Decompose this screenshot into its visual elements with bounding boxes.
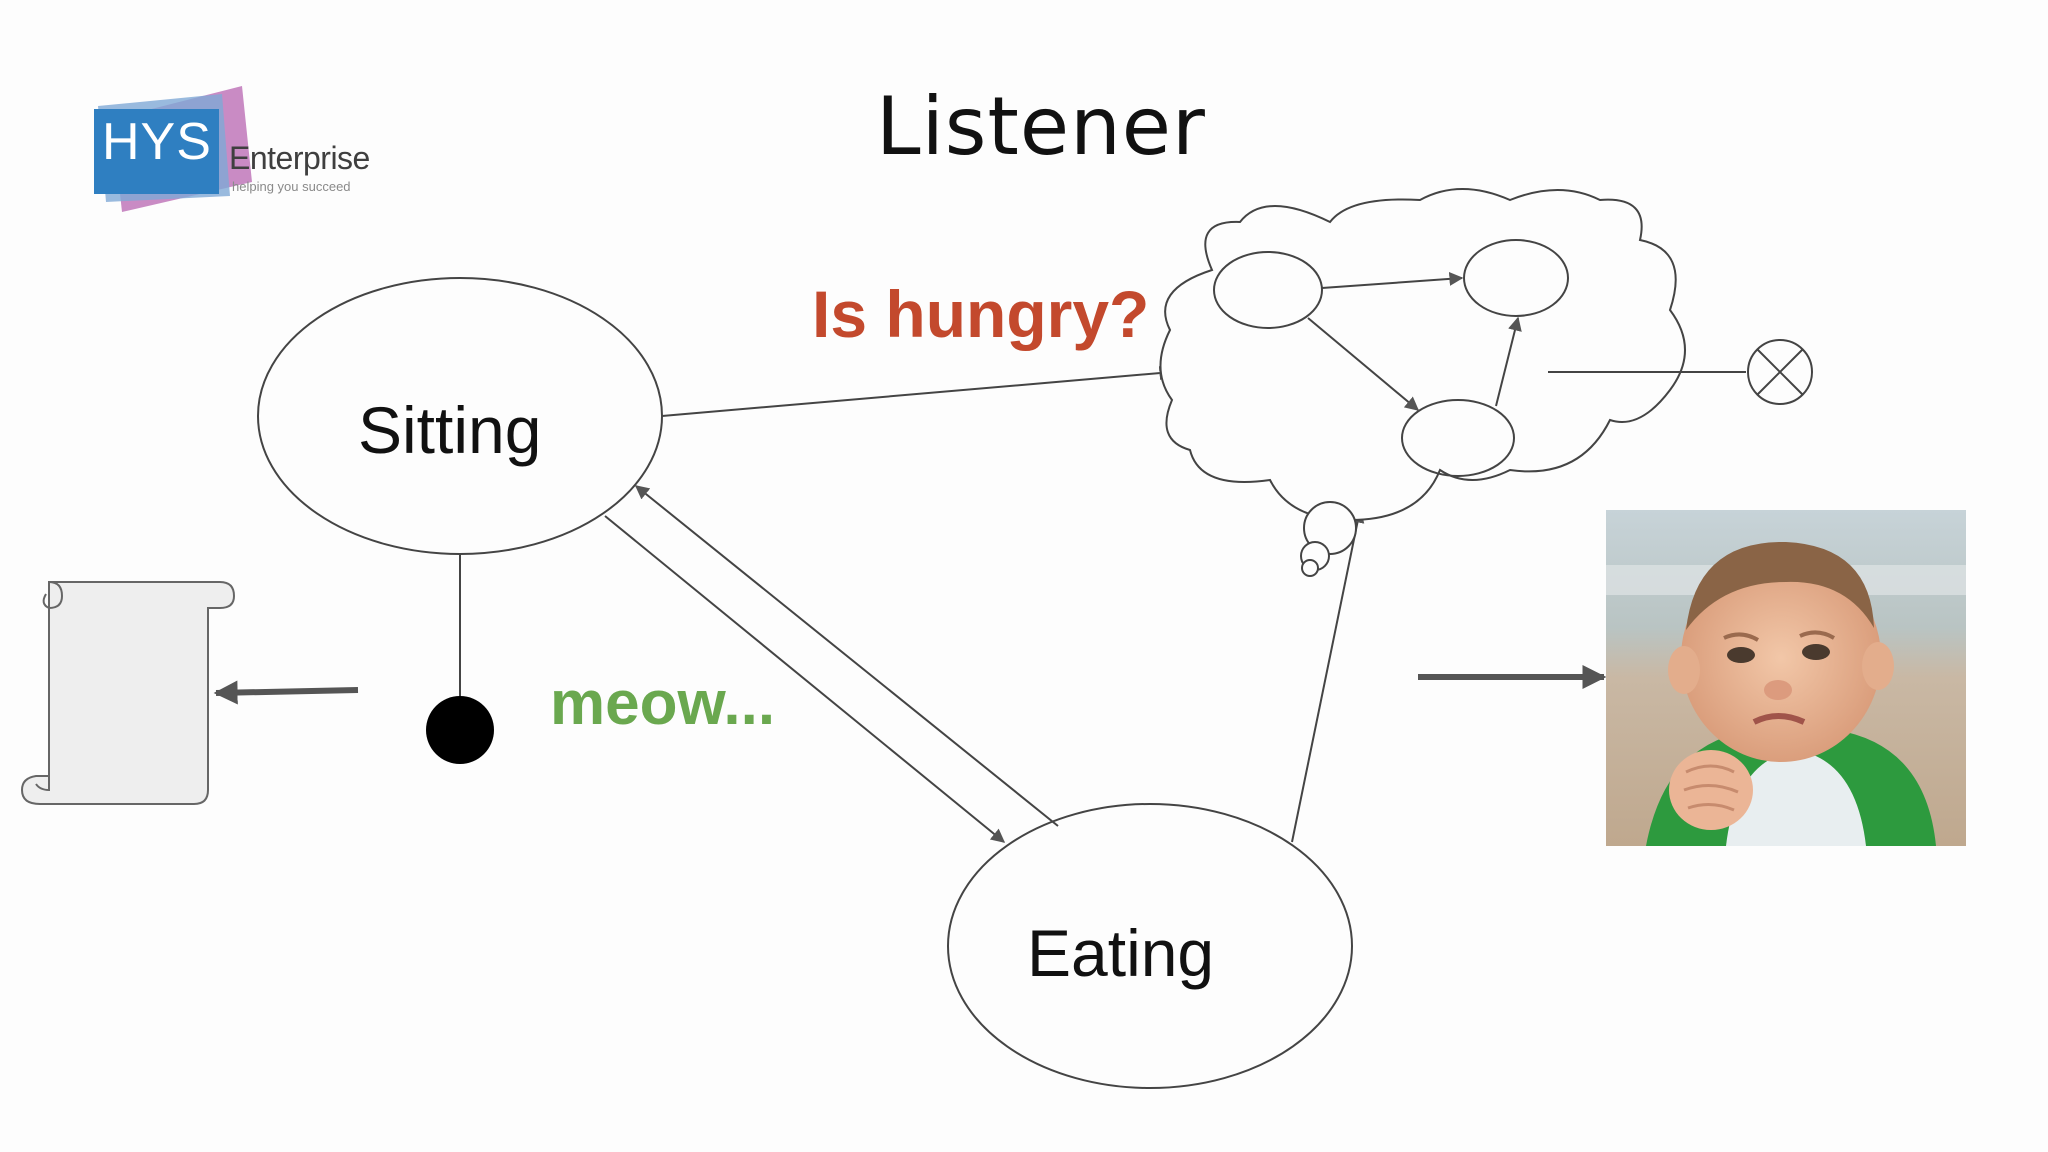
state-label-eating: Eating (1027, 916, 1215, 990)
transition-eating-to-cloud (1291, 508, 1365, 843)
thought-cloud-icon (1159, 188, 1686, 577)
condition-label: Is hungry? (812, 277, 1150, 351)
initial-dot-icon (426, 696, 494, 764)
inner-state-machine (1213, 239, 1569, 477)
photo-illustration (1606, 510, 1966, 846)
hys-enterprise-logo: HYS Enterprise helping you succeed (92, 84, 392, 219)
transition-sitting-to-cloud (661, 366, 1174, 417)
state-label-sitting: Sitting (358, 393, 542, 467)
logo-name: Enterprise (229, 140, 370, 176)
slide-title: Listener (876, 80, 1206, 173)
logo-tagline: helping you succeed (232, 179, 351, 194)
sound-label: meow... (550, 669, 776, 738)
success-kid-photo (1606, 510, 1966, 846)
scroll-icon (20, 581, 236, 805)
logo-graphic (94, 86, 252, 212)
transition-sitting-to-eating (604, 515, 1006, 843)
state-eating (947, 803, 1353, 1089)
terminal-x-icon (1747, 339, 1813, 405)
arrow-to-scroll (213, 680, 359, 705)
transition-eating-to-sitting (634, 485, 1059, 827)
logo-brand: HYS (102, 113, 212, 171)
